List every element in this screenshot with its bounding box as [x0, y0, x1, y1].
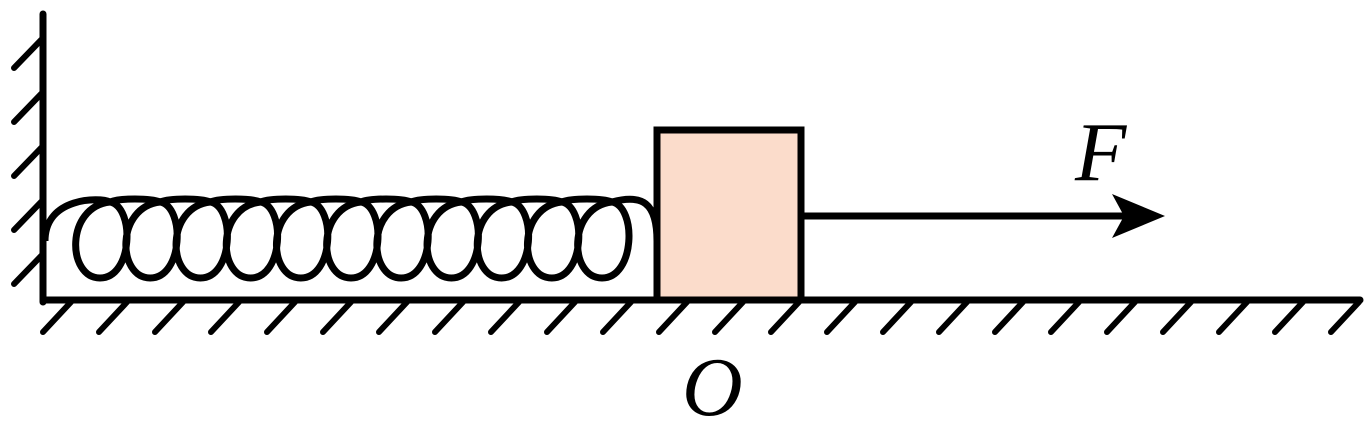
floor-hatch-mark: [1104, 299, 1138, 335]
floor-hatch-mark: [1160, 299, 1194, 335]
floor-hatch-mark: [208, 299, 242, 335]
wall-hatching: [11, 35, 46, 287]
floor: [39, 296, 1364, 335]
floor-hatch-mark: [376, 299, 410, 335]
floor-hatch-mark: [656, 299, 690, 335]
floor-hatch-mark: [40, 299, 74, 335]
wall-hatch-mark: [11, 197, 46, 233]
wall-hatch-mark: [11, 89, 46, 125]
floor-hatch-mark: [1328, 299, 1362, 335]
floor-hatch-mark: [96, 299, 130, 335]
floor-hatch-mark: [880, 299, 914, 335]
wall-hatch-mark: [11, 35, 46, 71]
floor-hatch-mark: [712, 299, 746, 335]
wall-hatch-mark: [11, 251, 46, 287]
force-arrow-head: [1112, 194, 1165, 238]
floor-hatch-mark: [600, 299, 634, 335]
spring: [41, 195, 661, 282]
floor-hatching: [40, 299, 1362, 335]
floor-hatch-mark: [152, 299, 186, 335]
wall-hatch-mark: [11, 143, 46, 179]
origin-label: O: [682, 341, 743, 429]
floor-hatch-mark: [936, 299, 970, 335]
floor-hatch-mark: [320, 299, 354, 335]
floor-hatch-mark: [1048, 299, 1082, 335]
block: [653, 126, 805, 304]
left-wall: [11, 10, 47, 306]
floor-hatch-mark: [768, 299, 802, 335]
floor-hatch-mark: [488, 299, 522, 335]
floor-hatch-mark: [1272, 299, 1306, 335]
floor-hatch-mark: [264, 299, 298, 335]
floor-hatch-mark: [544, 299, 578, 335]
force-label: F: [1074, 106, 1128, 199]
force-arrow: [797, 194, 1165, 238]
floor-hatch-mark: [432, 299, 466, 335]
floor-hatch-mark: [824, 299, 858, 335]
floor-hatch-mark: [1216, 299, 1250, 335]
floor-hatch-mark: [992, 299, 1026, 335]
